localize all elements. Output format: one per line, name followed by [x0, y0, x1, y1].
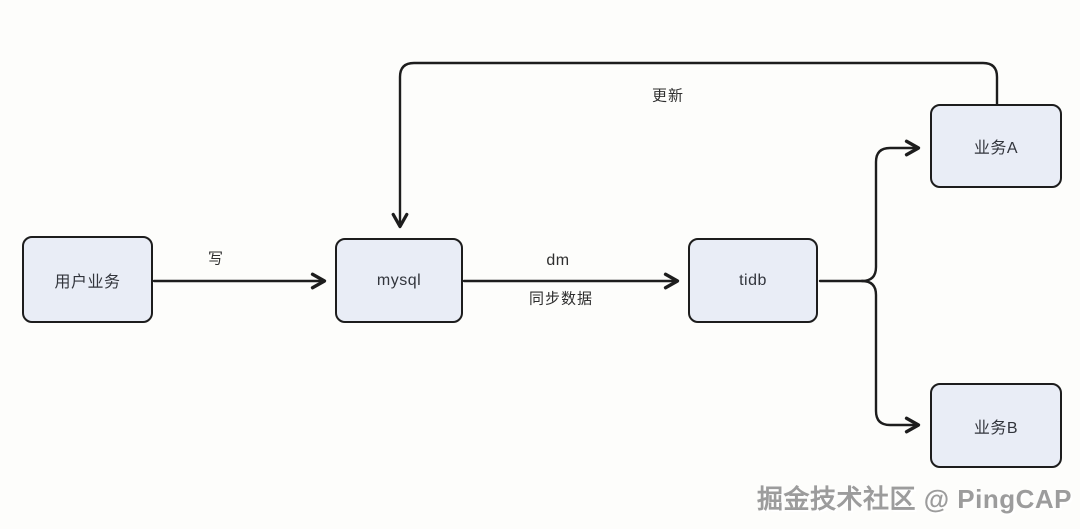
edge-label-dm: dm	[546, 252, 570, 269]
edge-update-arrow	[391, 61, 999, 229]
node-business-a-label: 业务A	[973, 140, 1019, 157]
edge-label-sync-data: 同步数据	[528, 290, 594, 308]
edge-label-write: 写	[207, 250, 225, 268]
node-business-b-label: 业务B	[973, 419, 1019, 437]
node-mysql: mysql	[335, 238, 463, 323]
node-user-business-label: 用户业务	[54, 273, 121, 291]
node-business-a: 业务A	[930, 104, 1062, 188]
edge-fork-to-business-a	[860, 139, 921, 283]
node-business-b: 业务B	[930, 383, 1062, 468]
node-user-business: 用户业务	[22, 236, 153, 323]
edge-label-update: 更新	[651, 87, 685, 105]
node-tidb: tidb	[688, 238, 818, 323]
watermark-text: 掘金技术社区 @ PingCAP	[756, 484, 1072, 514]
node-tidb-label: tidb	[739, 271, 767, 289]
node-mysql-label: mysql	[376, 271, 422, 289]
edge-fork-to-business-b	[860, 279, 921, 434]
